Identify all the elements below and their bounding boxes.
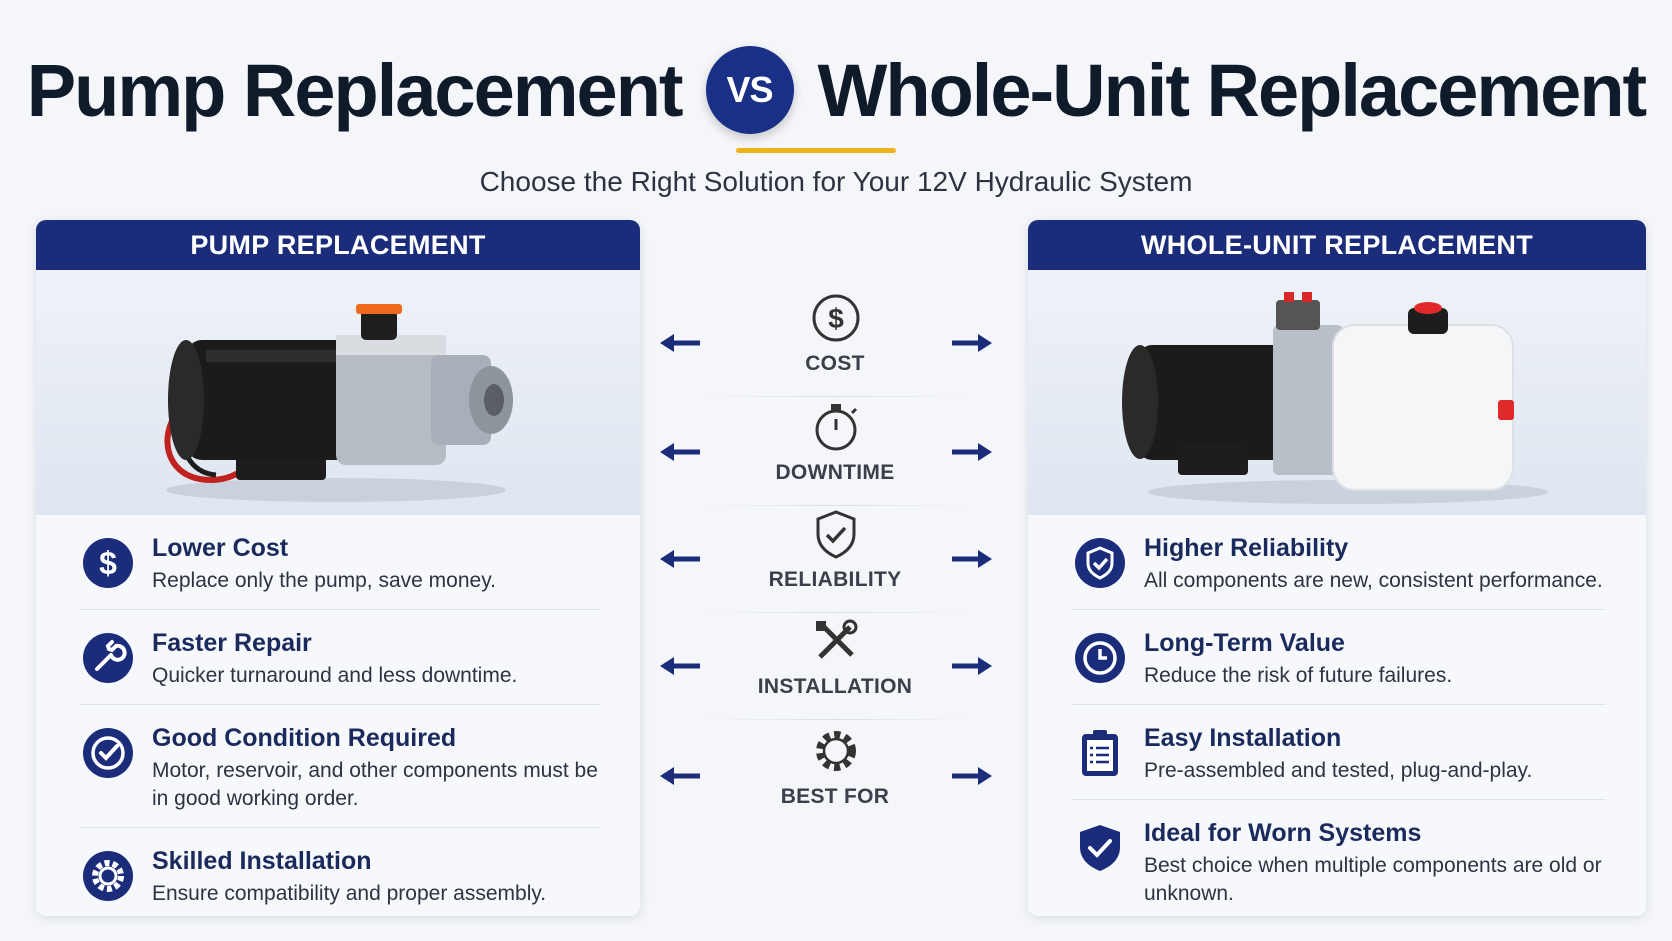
divider [700, 612, 970, 613]
svg-text:$: $ [828, 303, 844, 334]
title-left: Pump Replacement [26, 48, 684, 132]
criterion-label: DOWNTIME [775, 461, 895, 484]
list-item: Higher Reliability All components are ne… [1072, 515, 1606, 610]
clipboard-icon [1072, 725, 1128, 781]
criterion-best-for: BEST FOR [640, 723, 1030, 833]
item-title: Faster Repair [152, 629, 312, 657]
divider [700, 505, 970, 506]
gear-icon [80, 848, 136, 904]
shield-check-icon [816, 510, 856, 559]
item-title: Ideal for Worn Systems [1144, 819, 1422, 847]
whole-unit-replacement-panel: WHOLE-UNIT REPLACEMENT Higher Rel [1028, 220, 1646, 916]
title-underline [736, 148, 896, 153]
panel-header: WHOLE-UNIT REPLACEMENT [1028, 220, 1646, 270]
list-item: Easy Installation Pre-assembled and test… [1072, 705, 1606, 800]
item-title: Higher Reliability [1144, 534, 1349, 562]
divider [700, 396, 970, 397]
arrow-right-icon [952, 657, 992, 675]
check-circle-icon [80, 725, 136, 781]
item-title: Lower Cost [152, 534, 289, 562]
pump-replacement-panel: PUMP REPLACEMENT $ [36, 220, 640, 916]
panel-header: PUMP REPLACEMENT [36, 220, 640, 270]
vs-badge: VS [705, 46, 794, 134]
item-desc: Best choice when multiple components are… [1144, 854, 1602, 905]
list-item: Good Condition Required Motor, reservoir… [80, 705, 600, 828]
item-desc: Motor, reservoir, and other components m… [152, 759, 598, 810]
criterion-label: INSTALLATION [757, 675, 913, 698]
comparison-criteria: $ COST DOWNTIME RELIABILITY INSTALLATION… [640, 290, 1030, 890]
tools-icon [816, 619, 858, 659]
list-item: Ideal for Worn Systems Best choice when … [1072, 800, 1606, 916]
svg-text:$: $ [99, 545, 117, 581]
item-title: Easy Installation [1144, 724, 1342, 752]
title-right: Whole-Unit Replacement [817, 48, 1648, 132]
item-title: Long-Term Value [1144, 629, 1345, 657]
criterion-label: COST [805, 352, 865, 375]
arrow-right-icon [952, 443, 992, 461]
arrow-right-icon [952, 550, 992, 568]
list-item: Faster Repair Quicker turnaround and les… [80, 610, 600, 705]
shield-check-icon [1072, 535, 1128, 591]
arrow-left-icon [660, 550, 700, 568]
arrow-right-icon [952, 334, 992, 352]
item-desc: Replace only the pump, save money. [152, 569, 496, 592]
item-title: Skilled Installation [152, 847, 372, 875]
item-desc: Pre-assembled and tested, plug-and-play. [1144, 759, 1533, 782]
arrow-left-icon [660, 657, 700, 675]
whole-unit-features-list: Higher Reliability All components are ne… [1028, 515, 1646, 916]
list-item: $ Lower Cost Replace only the pump, save… [80, 515, 600, 610]
subtitle: Choose the Right Solution for Your 12V H… [479, 166, 1193, 197]
criterion-downtime: DOWNTIME [640, 399, 1030, 509]
wrench-icon [80, 630, 136, 686]
arrow-left-icon [660, 334, 700, 352]
arrow-right-icon [952, 767, 992, 785]
criterion-cost: $ COST [640, 290, 1030, 400]
dollar-icon: $ [812, 294, 860, 342]
dollar-icon: $ [80, 535, 136, 591]
criterion-reliability: RELIABILITY [640, 506, 1030, 616]
divider [700, 719, 970, 720]
list-item: Skilled Installation Ensure compatibilit… [80, 828, 600, 916]
shield-icon [1072, 820, 1128, 876]
item-desc: Reduce the risk of future failures. [1144, 664, 1453, 687]
stopwatch-icon [815, 404, 858, 451]
clock-icon [1072, 630, 1128, 686]
criterion-label: BEST FOR [780, 785, 890, 808]
item-desc: All components are new, consistent perfo… [1144, 569, 1603, 592]
pump-features-list: $ Lower Cost Replace only the pump, save… [36, 515, 640, 916]
item-desc: Quicker turnaround and less downtime. [152, 664, 518, 687]
list-item: Long-Term Value Reduce the risk of futur… [1072, 610, 1606, 705]
item-desc: Ensure compatibility and proper assembly… [152, 882, 547, 905]
arrow-left-icon [660, 767, 700, 785]
criterion-installation: INSTALLATION [640, 613, 1030, 723]
criterion-label: RELIABILITY [768, 568, 902, 591]
arrow-left-icon [660, 443, 700, 461]
item-title: Good Condition Required [152, 724, 457, 752]
pump-motor-image [36, 270, 640, 515]
title-row: Pump Replacement VS Whole-Unit Replaceme… [0, 40, 1672, 140]
hydraulic-power-unit-image [1028, 270, 1646, 515]
gear-outline-icon [816, 731, 856, 771]
